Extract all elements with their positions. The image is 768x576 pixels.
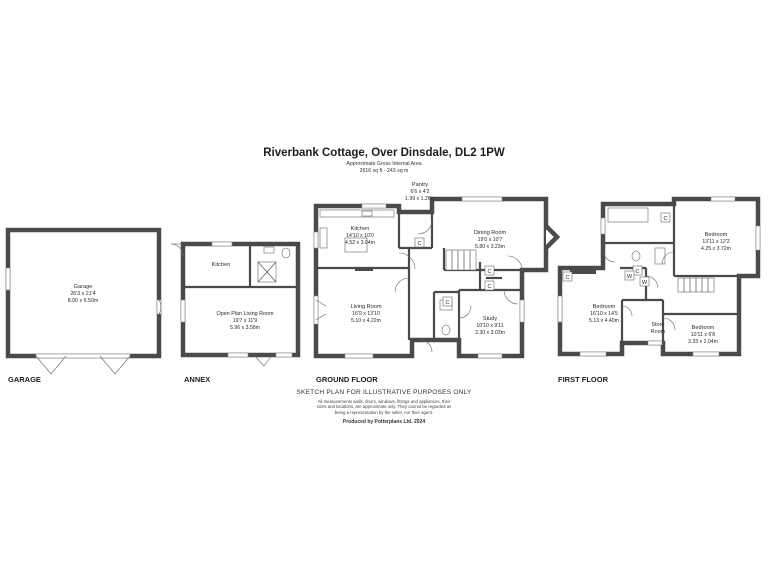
svg-text:C: C	[664, 216, 668, 222]
store-room-name-2: Room	[651, 329, 666, 335]
svg-text:C: C	[566, 275, 570, 281]
annex-living-name: Open Plan Living Room	[217, 311, 274, 317]
disclaimer-line: All measurements walls, doors, windows, …	[317, 399, 451, 404]
bedroom2-name: Bedroom	[705, 232, 728, 238]
cupboard-markers: C C C C C C C W W	[414, 212, 671, 307]
annex-living-metric: 5.96 x 3.58m	[230, 325, 260, 331]
wardrobe-marker: W	[639, 276, 650, 287]
cupboard-marker: C	[484, 265, 495, 276]
kitchen-name: Kitchen	[351, 226, 370, 232]
svg-text:C: C	[636, 269, 640, 275]
cupboard-marker: C	[632, 265, 643, 276]
disclaimer-line: sizes and locations, are approximate onl…	[316, 404, 452, 410]
store-room-name-1: Store	[652, 322, 665, 328]
svg-text:C: C	[418, 241, 422, 247]
cupboard-marker: C	[562, 271, 573, 282]
area-caption: Approximate Gross Internal Area	[346, 161, 422, 167]
annex-kitchen-name: Kitchen	[212, 262, 231, 268]
property-title: Riverbank Cottage, Over Dinsdale, DL2 1P…	[263, 147, 505, 159]
ground-floor-plan	[313, 196, 561, 359]
first-floor-plan	[557, 196, 761, 357]
cupboard-marker: C	[484, 280, 495, 291]
bedroom1-name: Bedroom	[593, 304, 616, 310]
sketch-disclaimer-heading: SKETCH PLAN FOR ILLUSTRATIVE PURPOSES ON…	[296, 389, 472, 396]
producer-credit: Produced by Potterplans Ltd. 2024	[342, 419, 426, 425]
study-name: Study	[483, 316, 498, 322]
bedroom2-imperial: 13'11 x 12'2	[702, 239, 729, 245]
pantry-metric: 1.99 x 1.26m	[405, 196, 435, 202]
disclaimer-line: being a representation by the seller, no…	[334, 409, 434, 415]
measurements-disclaimer: All measurements walls, doors, windows, …	[298, 399, 470, 415]
area-value: 2616 sq ft - 243 sq m	[359, 168, 409, 174]
floor-label-annex: ANNEX	[184, 375, 211, 384]
annex-living-imperial: 19'7 x 11'9	[233, 318, 257, 324]
living-metric: 5.10 x 4.22m	[351, 318, 381, 324]
dining-metric: 5.80 x 3.23m	[475, 244, 505, 250]
svg-text:C: C	[446, 300, 450, 306]
cupboard-marker: C	[414, 237, 425, 248]
garage-plan	[5, 227, 162, 375]
annex-plan	[170, 241, 301, 367]
bedroom3-name: Bedroom	[692, 325, 715, 331]
cupboard-marker: C	[442, 296, 453, 307]
bedroom1-metric: 5.13 x 4.40m	[589, 318, 619, 324]
wardrobe-marker: W	[624, 270, 635, 281]
pantry-imperial: 6'6 x 4'2	[411, 189, 430, 195]
svg-text:C: C	[488, 269, 492, 275]
living-imperial: 16'9 x 13'10	[352, 311, 380, 317]
kitchen-metric: 4.52 x 3.04m	[345, 240, 375, 246]
cupboard-marker: C	[660, 212, 671, 223]
dining-name: Dining Room	[474, 230, 507, 236]
room-labels: Garage 26'3 x 21'4 8.00 x 6.50m Kitchen …	[68, 182, 731, 345]
bedroom3-imperial: 10'11 x 6'8	[691, 332, 715, 338]
bedroom2-metric: 4.25 x 3.72m	[701, 246, 731, 252]
bedroom3-metric: 3.33 x 2.04m	[688, 339, 718, 345]
floor-label-ground: GROUND FLOOR	[316, 375, 378, 384]
svg-text:C: C	[488, 284, 492, 290]
garage-room-name: Garage	[74, 284, 93, 290]
svg-text:W: W	[642, 280, 648, 286]
study-imperial: 10'10 x 9'11	[476, 323, 503, 329]
kitchen-imperial: 14'10 x 10'0	[346, 233, 374, 239]
garage-room-imperial: 26'3 x 21'4	[70, 291, 95, 297]
floor-label-garage: GARAGE	[8, 375, 41, 384]
study-metric: 3.30 x 3.03m	[475, 330, 505, 336]
bedroom1-imperial: 16'10 x 14'5	[590, 311, 618, 317]
svg-text:W: W	[627, 274, 633, 280]
dining-imperial: 19'0 x 10'7	[478, 237, 503, 243]
pantry-name: Pantry	[412, 182, 428, 188]
floor-label-first: FIRST FLOOR	[558, 375, 608, 384]
garage-room-metric: 8.00 x 6.50m	[68, 298, 99, 304]
living-name: Living Room	[350, 304, 381, 310]
